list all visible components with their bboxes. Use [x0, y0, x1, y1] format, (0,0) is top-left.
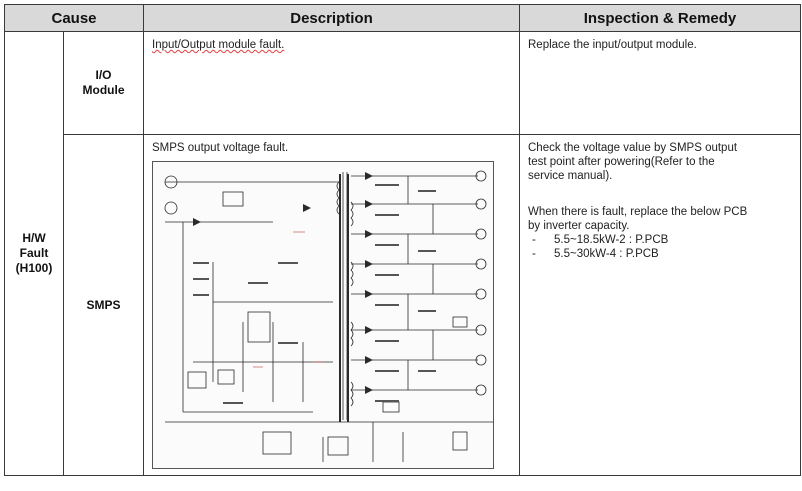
list-item: -5.5~18.5kW-2 : P.PCB [532, 234, 669, 246]
pcb-item-text: 5.5~30kW-4 : P.PCB [554, 248, 659, 260]
header-remedy: Inspection & Remedy [519, 4, 801, 32]
description-cell: Input/Output module fault. [143, 31, 520, 135]
remedy-line: service manual). [528, 170, 613, 182]
description-cell: SMPS output voltage fault. [143, 134, 520, 476]
header-description: Description [143, 4, 520, 32]
sub-cause-line: SMPS [86, 297, 121, 312]
remedy-cell: Replace the input/output module. [519, 31, 801, 135]
header-cause: Cause [4, 4, 144, 32]
list-item: -5.5~30kW-4 : P.PCB [532, 248, 659, 260]
cause-line: H/W [22, 231, 46, 245]
pcb-list: -5.5~18.5kW-2 : P.PCB -5.5~30kW-4 : P.PC… [528, 233, 792, 261]
description-text: SMPS output voltage fault. [152, 142, 289, 154]
cause-line: Fault [19, 246, 49, 260]
remedy-line: test point after powering(Refer to the [528, 156, 715, 168]
table-row-io-module: H/W Fault (H100) I/O Module Input/Output… [4, 31, 801, 476]
table-row-smps: SMPS SMPS output voltage fault. [5, 134, 801, 476]
remedy-cell: Check the voltage value by SMPS output t… [519, 134, 801, 476]
remedy-line: Check the voltage value by SMPS output [528, 142, 738, 154]
header-row: Cause Description Inspection & Remedy [4, 4, 801, 32]
remedy-line: by inverter capacity. [528, 220, 630, 232]
description-text: Input/Output module fault. [152, 39, 285, 51]
sub-cause-line: Module [82, 83, 125, 97]
remedy-text: Replace the input/output module. [528, 39, 697, 51]
fault-table: Cause Description Inspection & Remedy H/… [4, 4, 801, 476]
cause-line: (H100) [15, 261, 53, 275]
sub-cause-smps: SMPS [63, 134, 144, 476]
sub-cause-line: I/O [95, 68, 112, 82]
smps-schematic-image [152, 161, 494, 469]
pcb-item-text: 5.5~18.5kW-2 : P.PCB [554, 234, 669, 246]
cause-cell: H/W Fault (H100) [4, 31, 64, 476]
sub-cause-io-module: I/O Module [63, 31, 144, 135]
remedy-line: When there is fault, replace the below P… [528, 206, 748, 218]
